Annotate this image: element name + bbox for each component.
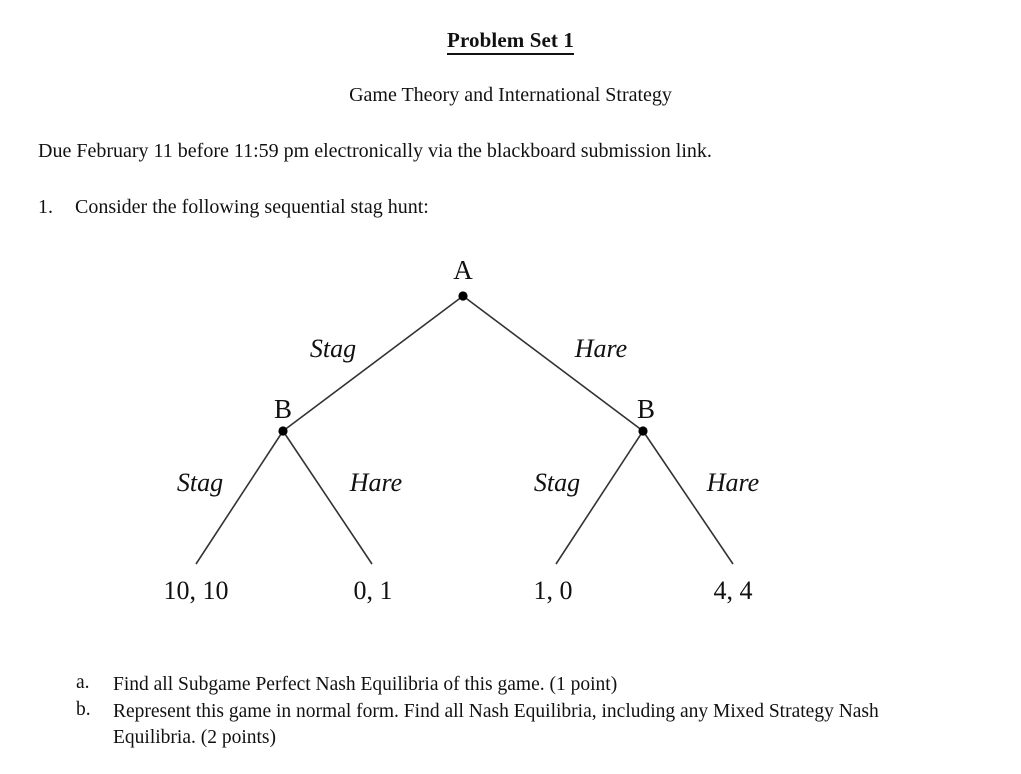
due-date-line: Due February 11 before 11:59 pm electron… [38, 140, 712, 162]
question-1-text: Consider the following sequential stag h… [75, 196, 429, 218]
edge-a-stag [282, 295, 464, 432]
payoff-stag-hare: 0, 1 [354, 576, 393, 605]
sub-question-list: a. Find all Subgame Perfect Nash Equilib… [76, 672, 936, 752]
edge-b2-stag [555, 430, 644, 565]
edge-label-b1-hare: Hare [349, 468, 402, 497]
edge-a-hare [462, 295, 644, 432]
page-title: Problem Set 1 [0, 28, 1021, 55]
sub-question-a-text: Find all Subgame Perfect Nash Equilibria… [113, 674, 618, 695]
edge-b1-stag [195, 430, 284, 565]
edge-label-b2-stag: Stag [534, 468, 580, 497]
node-a [458, 291, 468, 301]
edge-label-b1-stag: Stag [177, 468, 223, 497]
course-subtitle: Game Theory and International Strategy [349, 84, 672, 106]
payoff-hare-hare: 4, 4 [714, 576, 753, 605]
payoff-hare-stag: 1, 0 [534, 576, 573, 605]
page-title-text: Problem Set 1 [447, 28, 574, 55]
node-b-right [638, 426, 648, 436]
sub-question-a-marker: a. [76, 672, 90, 693]
node-label-b-left: B [274, 394, 292, 424]
edge-b1-hare [282, 430, 373, 565]
edge-label-a-hare: Hare [574, 334, 627, 363]
game-tree-svg: A B B Stag Hare Stag Hare Stag Hare 10, … [164, 255, 760, 605]
question-1-marker: 1. [38, 196, 53, 218]
node-b-left [278, 426, 288, 436]
node-label-b-right: B [637, 394, 655, 424]
edge-label-b2-hare: Hare [706, 468, 759, 497]
payoff-stag-stag: 10, 10 [164, 576, 229, 605]
edge-b2-hare [642, 430, 734, 565]
sub-question-b: b. Represent this game in normal form. F… [76, 699, 936, 751]
sub-question-b-text: Represent this game in normal form. Find… [113, 700, 879, 748]
edge-label-a-stag: Stag [310, 334, 356, 363]
sub-question-b-marker: b. [76, 698, 91, 720]
sub-question-a: a. Find all Subgame Perfect Nash Equilib… [76, 672, 936, 698]
node-label-a: A [453, 255, 473, 285]
game-tree-figure: A B B Stag Hare Stag Hare Stag Hare 10, … [0, 250, 1021, 620]
question-1: 1. Consider the following sequential sta… [38, 196, 429, 219]
